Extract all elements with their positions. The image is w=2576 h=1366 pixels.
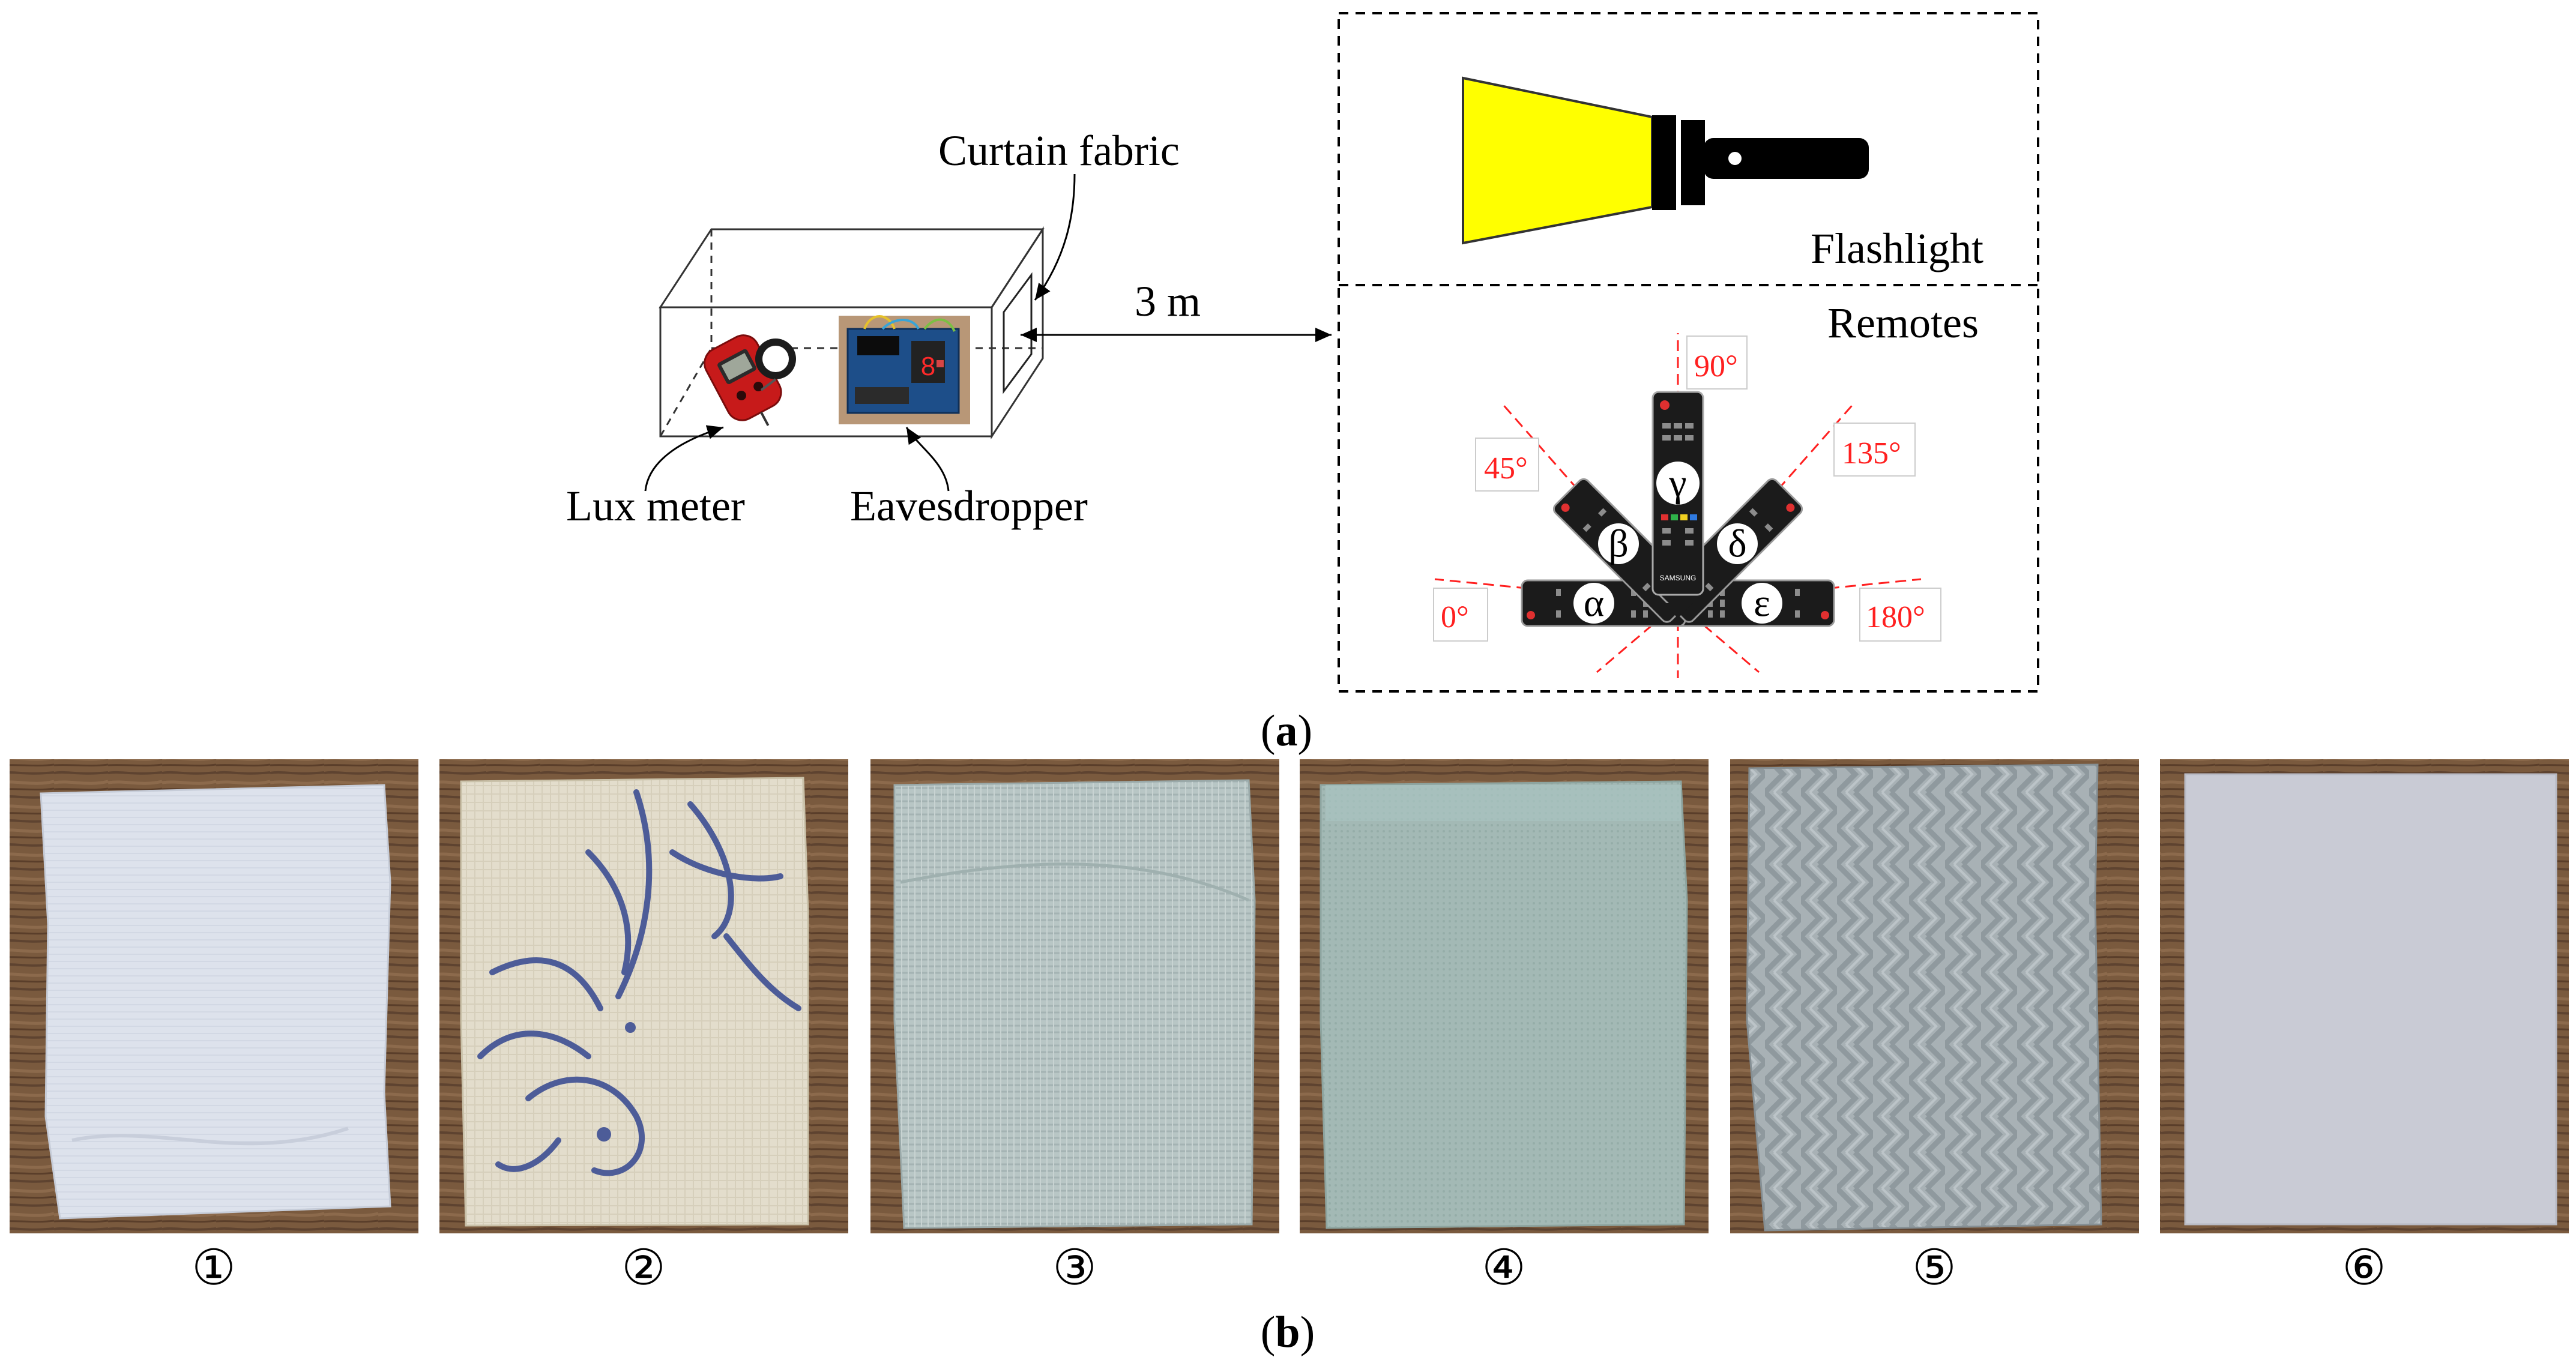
flashlight-beam [1462,76,1653,245]
sample-3-fabric [893,779,1256,1229]
panel-a: 8 Curtain fabric Lux meter Eavesdropper … [566,12,2039,756]
lux-sensor-head [755,338,796,391]
angle-label-0: 0° [1441,600,1469,634]
box-right-face [991,226,1044,440]
flashlight-icon [1462,76,1869,245]
eavesdropper-photo: 8 [839,315,970,424]
sample-number-4: ④ [1482,1241,1526,1295]
sample-number-6: ⑥ [2342,1241,2386,1295]
flashlight-head-ring [1652,115,1676,210]
sample-4-fabric [1320,780,1688,1229]
curtain-fabric-window [1003,272,1033,394]
sample-5-fabric [1746,763,2102,1232]
flashlight-head [1681,120,1705,205]
flashlight-handle [1704,138,1869,179]
remote-letter-delta: δ [1728,522,1746,566]
lux-meter-leader [644,425,724,492]
sample-6-board [2184,773,2557,1226]
sample-numbers: ① ② ③ ④ ⑤ ⑥ [192,1241,2386,1295]
angle-label-180: 180° [1866,600,1925,634]
fabric-sample-2 [439,759,848,1233]
lux-meter-label: Lux meter [566,482,745,530]
flashlight-label: Flashlight [1811,224,1983,272]
remote-letter-alpha: α [1584,582,1605,625]
fabric-sample-1 [10,759,418,1233]
flashlight-button [1728,152,1742,165]
eavesdropper-label: Eavesdropper [850,482,1088,530]
remote-brand: SAMSUNG [1660,574,1697,582]
caption-a: (a) [1261,706,1312,756]
curtain-fabric-leader [1034,173,1076,301]
remote-fan: SAMSUNG [1521,391,1835,627]
box-hidden-edge-diag [659,348,713,437]
angle-label-135: 135° [1842,436,1901,471]
sample-2-fabric [460,777,809,1227]
box-top-face [659,228,1045,308]
sample-number-2: ② [621,1241,666,1295]
remote-letter-beta: β [1608,522,1629,566]
angle-label-45: 45° [1484,451,1528,486]
sample-number-5: ⑤ [1912,1241,1956,1295]
fabric-sample-4 [1300,759,1709,1233]
remote-letter-epsilon: ε [1754,582,1770,625]
distance-label: 3 m [1135,277,1201,325]
remote-hub [1663,603,1693,618]
curtain-fabric-label: Curtain fabric [938,127,1180,175]
eavesdropper-leader [905,427,950,492]
angle-label-90: 90° [1694,349,1738,384]
sample-number-3: ③ [1052,1241,1097,1295]
remote-letter-gamma: γ [1668,462,1686,505]
caption-b: (b) [1261,1308,1315,1357]
angle-labels: 90° 45° 135° 0° 180° [1433,335,1941,642]
sample-1-fabric [40,784,391,1220]
remote-gamma: SAMSUNG [1651,391,1704,596]
fabric-sample-3 [870,759,1279,1233]
fabric-sample-5 [1730,759,2139,1233]
remote-letters: α β γ δ ε [1584,462,1770,625]
remotes-label: Remotes [1827,299,1979,347]
fabric-sample-6 [2160,759,2569,1233]
sample-number-1: ① [192,1241,236,1295]
sample-2-ink-print [477,789,801,1176]
svg-text:8: 8 [921,352,935,381]
panel-b: ① ② ③ ④ ⑤ ⑥ (b) [10,759,2569,1357]
